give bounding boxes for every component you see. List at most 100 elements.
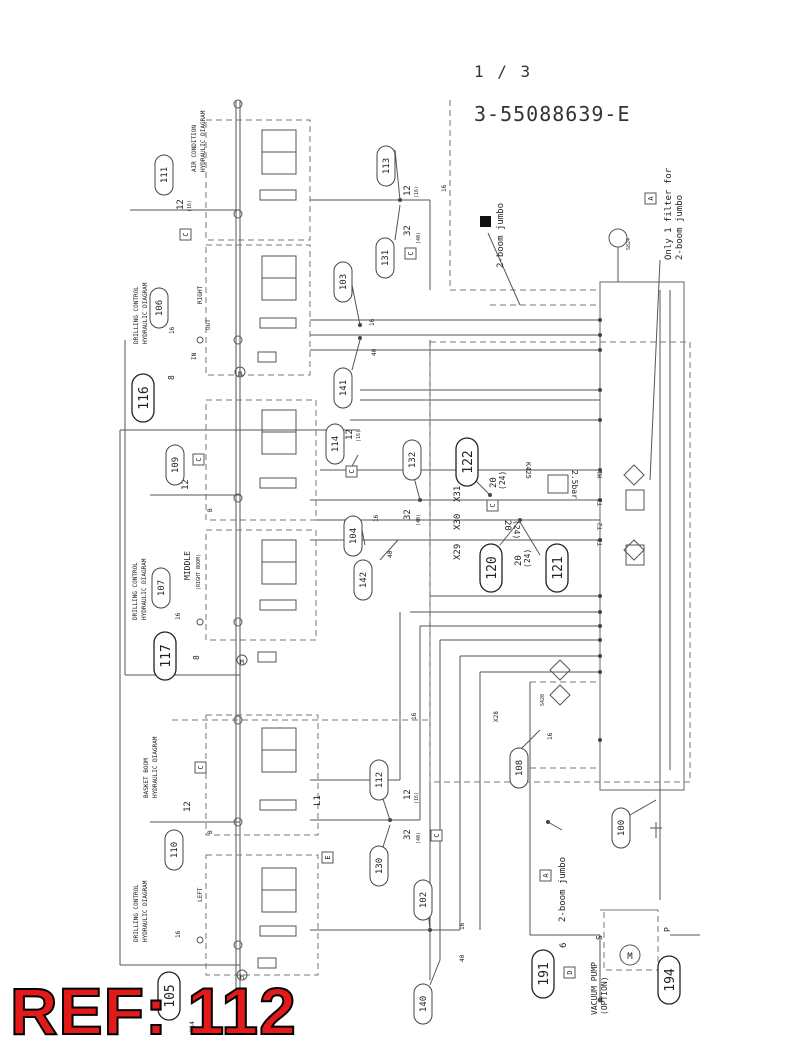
port-label-t1: T1 [597, 538, 604, 546]
pipe-label-forty-140: 40 [459, 954, 466, 962]
only-filter-line-2: 2-boom jumbo [675, 195, 685, 260]
two-boom-note-top: 2-boom jumbo [496, 203, 506, 268]
section-label-right: RIGHT [197, 286, 204, 304]
connector-s824: S824 [626, 238, 632, 250]
k425-label: K425 [524, 462, 532, 479]
black-square-marker [480, 216, 491, 227]
callout-191: 191 [537, 962, 552, 985]
callout-141: 141 [339, 380, 349, 396]
pipe-label-112: 12 [403, 789, 413, 800]
callout-106: 106 [155, 300, 165, 316]
callout-112: 112 [375, 772, 385, 788]
callout-105: 105 [163, 984, 178, 1007]
document-number: 3-55088639-E [474, 102, 631, 126]
drilling-left-title: DRILLING CONTROL HYDRAULIC DIAGRAM [133, 880, 149, 942]
pipe-label-114-p: (16) [356, 430, 362, 442]
pipe-label-111: 12 [176, 199, 186, 210]
box-label-c-4: C [348, 469, 356, 473]
box-label-c-7: C [433, 833, 441, 837]
port-label-b-middle: B [207, 508, 214, 512]
box-label-a-bottom: A [542, 873, 550, 878]
pipe-label-111-p: (16) [187, 200, 193, 212]
box-label-c-5: C [489, 503, 497, 507]
pipe-label-sixteen-107: 16 [175, 612, 182, 620]
box-label-a-top: A [647, 196, 655, 201]
pipe-label-130-p: (40) [416, 832, 422, 844]
pipe-label-130: 32 [403, 829, 413, 840]
box-label-e: E [324, 855, 332, 859]
air-condition-title-line-1: AIR CONDITION [191, 125, 198, 172]
air-condition-title-line-2: HYDRAULIC DIAGRAM [200, 110, 207, 172]
pipe-label-121: 20 [502, 520, 512, 531]
port-label-t3: T3 [597, 498, 604, 506]
port-label-t2: T2 [597, 522, 604, 530]
pipe-label-120-p: (24) [523, 549, 532, 568]
port-label-s: S [595, 935, 604, 940]
pipe-label-132-p: (40) [416, 514, 422, 526]
pipe-label-forty-141: 40 [371, 348, 378, 356]
box-label-c-6: C [197, 765, 205, 769]
pipe-label-132: 32 [403, 509, 413, 520]
drilling-middle-title-line-1: DRILLING CONTROL [132, 562, 139, 620]
box-label-c-1: C [182, 232, 190, 236]
pipe-label-113-p: (16) [414, 186, 420, 198]
callout-117: 117 [159, 644, 174, 667]
connector-s420: S420 [540, 694, 546, 706]
box-label-d: D [566, 970, 574, 974]
pipe-label-eight-116: 8 [167, 375, 176, 380]
drilling-right-title-line-2: HYDRAULIC DIAGRAM [142, 282, 149, 344]
section-label-middle: MIDDLE [183, 551, 192, 580]
callout-110: 110 [170, 842, 180, 858]
callout-122: 122 [461, 450, 476, 473]
callout-116: 116 [137, 386, 152, 409]
port-label-out-right: OUT [205, 319, 212, 330]
callout-131: 131 [381, 250, 391, 266]
section-label-left: LEFT [197, 887, 204, 902]
pressure-label: 2.5bar [570, 470, 579, 499]
box-label-c-2: C [407, 251, 415, 255]
ref-watermark: REF: 112 [9, 974, 297, 1048]
connector-x31: X31 [453, 486, 463, 502]
drilling-middle-title-line-2: HYDRAULIC DIAGRAM [141, 558, 148, 620]
callout-140: 140 [419, 996, 429, 1012]
only-filter-line-1: Only 1 filter for [664, 167, 674, 260]
callout-121: 121 [551, 556, 566, 579]
callout-111: 111 [160, 167, 170, 183]
port-label-b-basket: B [207, 830, 214, 834]
vacuum-pump-line-1: VACUUM PUMP [590, 962, 599, 1015]
drilling-left-title-line-1: DRILLING CONTROL [133, 884, 140, 942]
pipe-label-sixteen-105: 16 [175, 930, 182, 938]
pipe-label-forty-142: 40 [387, 550, 394, 558]
pipe-label-122: 20 [489, 477, 499, 488]
callout-104: 104 [349, 528, 359, 544]
pipe-label-sixteen-102: 16 [459, 922, 466, 930]
connector-x28: X28 [493, 711, 500, 722]
pipe-label-112-p: (16) [414, 792, 420, 804]
pipe-label-122-p: (24) [498, 471, 507, 490]
port-label-m1: M1 [597, 470, 604, 478]
pipe-label-110: 12 [183, 801, 193, 812]
port-label-l1-basket: L1 [313, 795, 323, 806]
pipe-label-sixteen-mid: 16 [411, 712, 418, 720]
callout-108: 108 [515, 760, 525, 776]
callout-109: 109 [171, 457, 181, 473]
pipe-label-eight-117: 8 [192, 655, 201, 660]
pipe-label-120: 20 [514, 555, 524, 566]
callout-100: 100 [617, 820, 627, 836]
basket-boom-title: BASKET BOOM HYDRAULIC DIAGRAM [143, 736, 159, 798]
pipe-label-sixteen-108: 16 [547, 732, 554, 740]
callout-107: 107 [157, 580, 167, 596]
port-label-in-right: IN [191, 352, 198, 360]
callout-142: 142 [359, 572, 369, 588]
callout-114: 114 [331, 436, 341, 452]
motor-label-left: M [240, 974, 244, 981]
callout-130: 130 [375, 858, 385, 874]
pipe-label-sixteen-top: 16 [441, 184, 448, 192]
pipe-label-113: 12 [403, 185, 413, 196]
connector-x14: X14 [189, 1021, 196, 1032]
motor-label-right: M [238, 371, 242, 378]
section-label-middle-sub: (RIGHT BOOM) [196, 554, 202, 590]
callout-194: 194 [663, 968, 678, 992]
